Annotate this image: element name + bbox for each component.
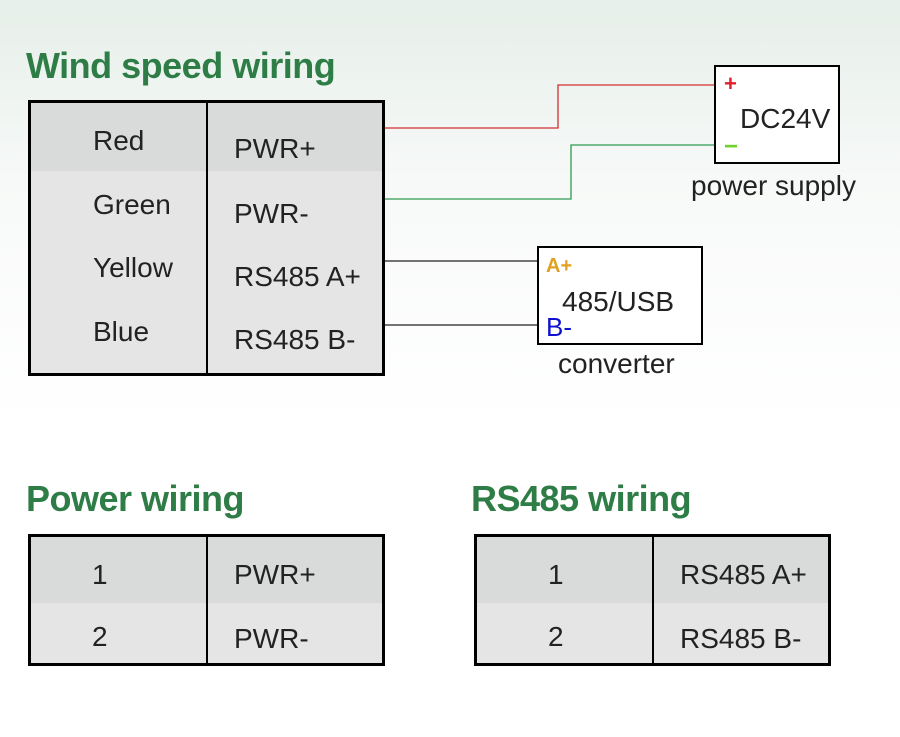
terminal-number: 2 xyxy=(548,621,564,652)
a-plus-terminal: A+ xyxy=(546,255,573,277)
signal-label: RS485 B- xyxy=(680,623,802,654)
terminal-number: 1 xyxy=(548,559,564,590)
terminal-number: 1 xyxy=(92,559,108,590)
plus-terminal: + xyxy=(724,71,737,96)
column-divider xyxy=(206,103,208,373)
wind-speed-wiring-title: Wind speed wiring xyxy=(26,45,336,86)
wire-color-yellow: Yellow xyxy=(93,252,173,283)
signal-label: PWR- xyxy=(234,623,309,654)
signal-label: RS485 A+ xyxy=(234,261,361,292)
b-minus-terminal: B- xyxy=(546,312,572,342)
power-supply-voltage: DC24V xyxy=(740,103,831,134)
signal-label: RS485 A+ xyxy=(680,559,807,590)
signal-label: PWR- xyxy=(234,198,309,229)
wire-color-green: Green xyxy=(93,189,171,220)
power-supply-box: + DC24V − xyxy=(714,65,840,164)
signal-label: PWR+ xyxy=(234,559,316,590)
terminal-number: 2 xyxy=(92,621,108,652)
signal-label: PWR+ xyxy=(234,133,316,164)
red-wire xyxy=(385,84,716,129)
column-divider xyxy=(652,537,654,663)
wire-color-blue: Blue xyxy=(93,316,150,347)
wire-color-red: Red xyxy=(93,125,145,156)
signal-label: RS485 B- xyxy=(234,324,356,355)
converter-box: A+ 485/USB B- xyxy=(537,246,703,345)
converter-label: 485/USB xyxy=(562,286,675,317)
converter-caption: converter xyxy=(558,348,675,379)
minus-terminal: − xyxy=(724,133,739,160)
rs485-wiring-title: RS485 wiring xyxy=(471,478,692,519)
power-supply-caption: power supply xyxy=(691,170,856,201)
power-wiring-table: 1 PWR+ 2 PWR- xyxy=(28,534,385,666)
rs485-wiring-table: 1 RS485 A+ 2 RS485 B- xyxy=(474,534,831,666)
power-wiring-title: Power wiring xyxy=(26,478,245,519)
wind-speed-wiring-table: Red PWR+ Green PWR- Yellow RS485 A+ Blue… xyxy=(28,100,385,376)
column-divider xyxy=(206,537,208,663)
green-wire xyxy=(385,144,716,200)
